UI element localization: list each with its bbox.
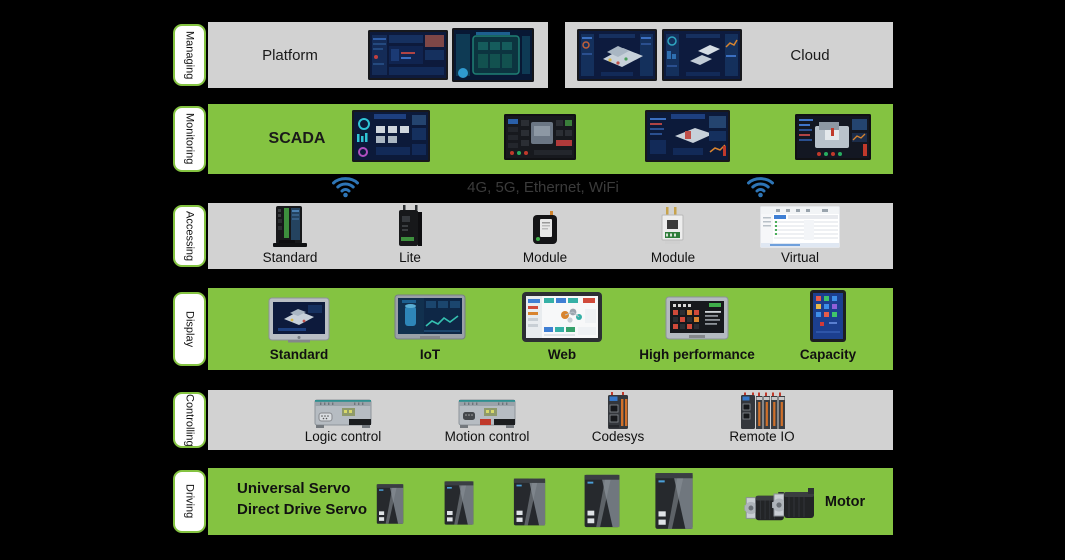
motor-label: Motor <box>824 494 866 510</box>
hmi-web-image <box>521 291 603 343</box>
hmi-standard-image <box>268 297 330 343</box>
accessing-item-label: Module <box>522 250 568 265</box>
cloud-dashboard-screenshot-2 <box>662 29 742 81</box>
hmi-iot-image <box>394 294 466 342</box>
controlling-item-label: Codesys <box>591 429 645 444</box>
row-label-driving: Driving <box>173 470 206 533</box>
wifi-icon <box>331 174 360 198</box>
row-label-controlling-text: Controlling <box>183 393 196 447</box>
servo-drive-image-3 <box>512 476 547 528</box>
codesys-controller-image <box>604 391 632 431</box>
scada-screenshot-2 <box>504 114 576 160</box>
display-item-label: Standard <box>269 347 329 362</box>
driving-servo-line-2: Direct Drive Servo <box>237 501 368 518</box>
cloud-dashboard-screenshot-1 <box>577 29 657 81</box>
row-label-controlling: Controlling <box>173 392 206 448</box>
display-item-label: Capacity <box>799 347 857 362</box>
servo-drive-image-1 <box>375 482 405 526</box>
connectivity-text: 4G, 5G, Ethernet, WiFi <box>467 179 619 196</box>
row-label-display: Display <box>173 292 206 366</box>
plc-logic-control-image <box>312 396 374 430</box>
remote-io-image <box>738 391 786 431</box>
scada-screenshot-3 <box>645 110 730 162</box>
cloud-title: Cloud <box>790 47 830 64</box>
scada-screenshot-4 <box>795 114 871 160</box>
row-label-accessing: Accessing <box>173 205 206 267</box>
scada-title: SCADA <box>268 130 326 147</box>
display-item-label: IoT <box>419 347 441 362</box>
gateway-lite-image <box>395 204 425 248</box>
wifi-icon <box>746 174 775 198</box>
row-label-accessing-text: Accessing <box>183 210 196 262</box>
controlling-item-label: Logic control <box>304 429 382 444</box>
row-label-managing: Managing <box>173 24 206 86</box>
scada-screenshot-1 <box>352 110 430 162</box>
accessing-item-label: Standard <box>262 250 318 265</box>
hmi-high-performance-image <box>665 296 729 342</box>
row-label-driving-text: Driving <box>183 484 196 519</box>
row-label-display-text: Display <box>183 310 196 348</box>
tablet-capacity-image <box>809 289 847 343</box>
servo-motor-image-2 <box>771 488 819 522</box>
controlling-item-label: Motion control <box>444 429 530 444</box>
row-label-monitoring-text: Monitoring <box>183 113 196 165</box>
wireless-module-image <box>660 207 686 247</box>
platform-dashboard-screenshot-1 <box>368 30 448 80</box>
virtual-software-window-image <box>759 205 841 249</box>
display-item-label: High performance <box>639 347 755 362</box>
row-label-managing-text: Managing <box>183 30 196 80</box>
row-label-monitoring: Monitoring <box>173 106 206 172</box>
accessing-item-label: Lite <box>399 250 421 265</box>
platform-dashboard-screenshot-2 <box>452 28 534 82</box>
driving-servo-line-1: Universal Servo <box>237 480 351 497</box>
accessing-item-label: Module <box>650 250 696 265</box>
servo-drive-image-4 <box>582 472 622 530</box>
gateway-module-image <box>530 211 560 247</box>
controlling-item-label: Remote IO <box>729 429 795 444</box>
platform-title: Platform <box>262 47 318 64</box>
plc-motion-control-image <box>456 396 518 430</box>
display-item-label: Web <box>547 347 577 362</box>
accessing-item-label: Virtual <box>780 250 820 265</box>
servo-drive-image-2 <box>443 479 475 527</box>
gateway-standard-image <box>267 204 313 248</box>
servo-drive-image-5 <box>652 470 696 532</box>
